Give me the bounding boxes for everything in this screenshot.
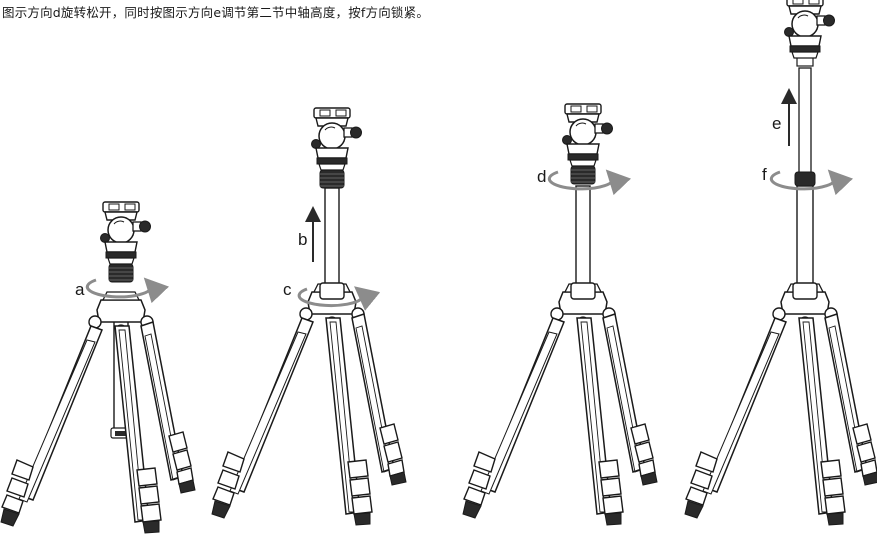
tripod-step-3: d (462, 103, 658, 526)
upper-column-extended (798, 67, 812, 177)
tripod-step-2: b c (211, 107, 407, 526)
rotation-arrow-c (297, 286, 381, 311)
rotation-arrow-f (769, 169, 854, 196)
center-column (575, 185, 591, 289)
center-column (324, 187, 340, 289)
label-d: d (537, 167, 546, 186)
rotation-arrow-a (85, 277, 170, 304)
instruction-caption: 图示方向d旋转松开，同时按图示方向e调节第二节中轴高度，按f方向锁紧。 (2, 5, 430, 20)
label-f: f (762, 165, 767, 184)
lower-column (796, 185, 814, 289)
column-lock-ring (794, 171, 816, 187)
label-a: a (75, 280, 85, 299)
rotation-arrow-d (547, 169, 632, 196)
label-b: b (298, 230, 307, 249)
tripod-step-4: e f (684, 0, 877, 526)
tripod-step-1: a (0, 201, 196, 534)
label-e: e (772, 114, 781, 133)
label-c: c (283, 280, 292, 299)
